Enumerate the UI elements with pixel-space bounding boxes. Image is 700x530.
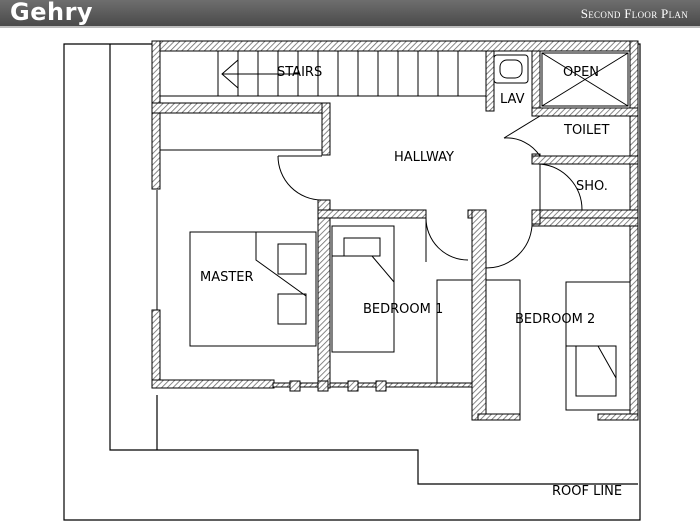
title-bar-underline: [0, 26, 700, 28]
label-hallway: HALLWAY: [394, 150, 454, 165]
master-closet: [156, 149, 322, 310]
windows: [289, 380, 387, 392]
label-stairs: STAIRS: [277, 65, 322, 80]
open-shaft: [541, 52, 629, 107]
lavatory-fixture: [493, 54, 529, 84]
label-open: OPEN: [563, 65, 599, 80]
page-title: Second Floor Plan: [580, 6, 688, 21]
walls: [151, 40, 639, 421]
label-bedroom-2: BEDROOM 2: [515, 312, 595, 327]
stairs: [160, 51, 486, 97]
bedroom1-closet: [436, 279, 473, 384]
label-bedroom-1: BEDROOM 1: [363, 302, 443, 317]
brand-logo: Gehry: [10, 0, 94, 26]
label-shower: SHO.: [576, 179, 608, 194]
label-roof-line: ROOF LINE: [552, 484, 622, 499]
bedroom2-closet: [485, 279, 521, 415]
label-lav: LAV: [500, 92, 525, 107]
master-bed: [189, 231, 317, 347]
bedroom1-bed: [331, 225, 395, 353]
label-master: MASTER: [200, 270, 254, 285]
doors: [277, 115, 583, 269]
label-toilet: TOILET: [563, 123, 609, 138]
bedroom2-bed: [565, 281, 631, 411]
